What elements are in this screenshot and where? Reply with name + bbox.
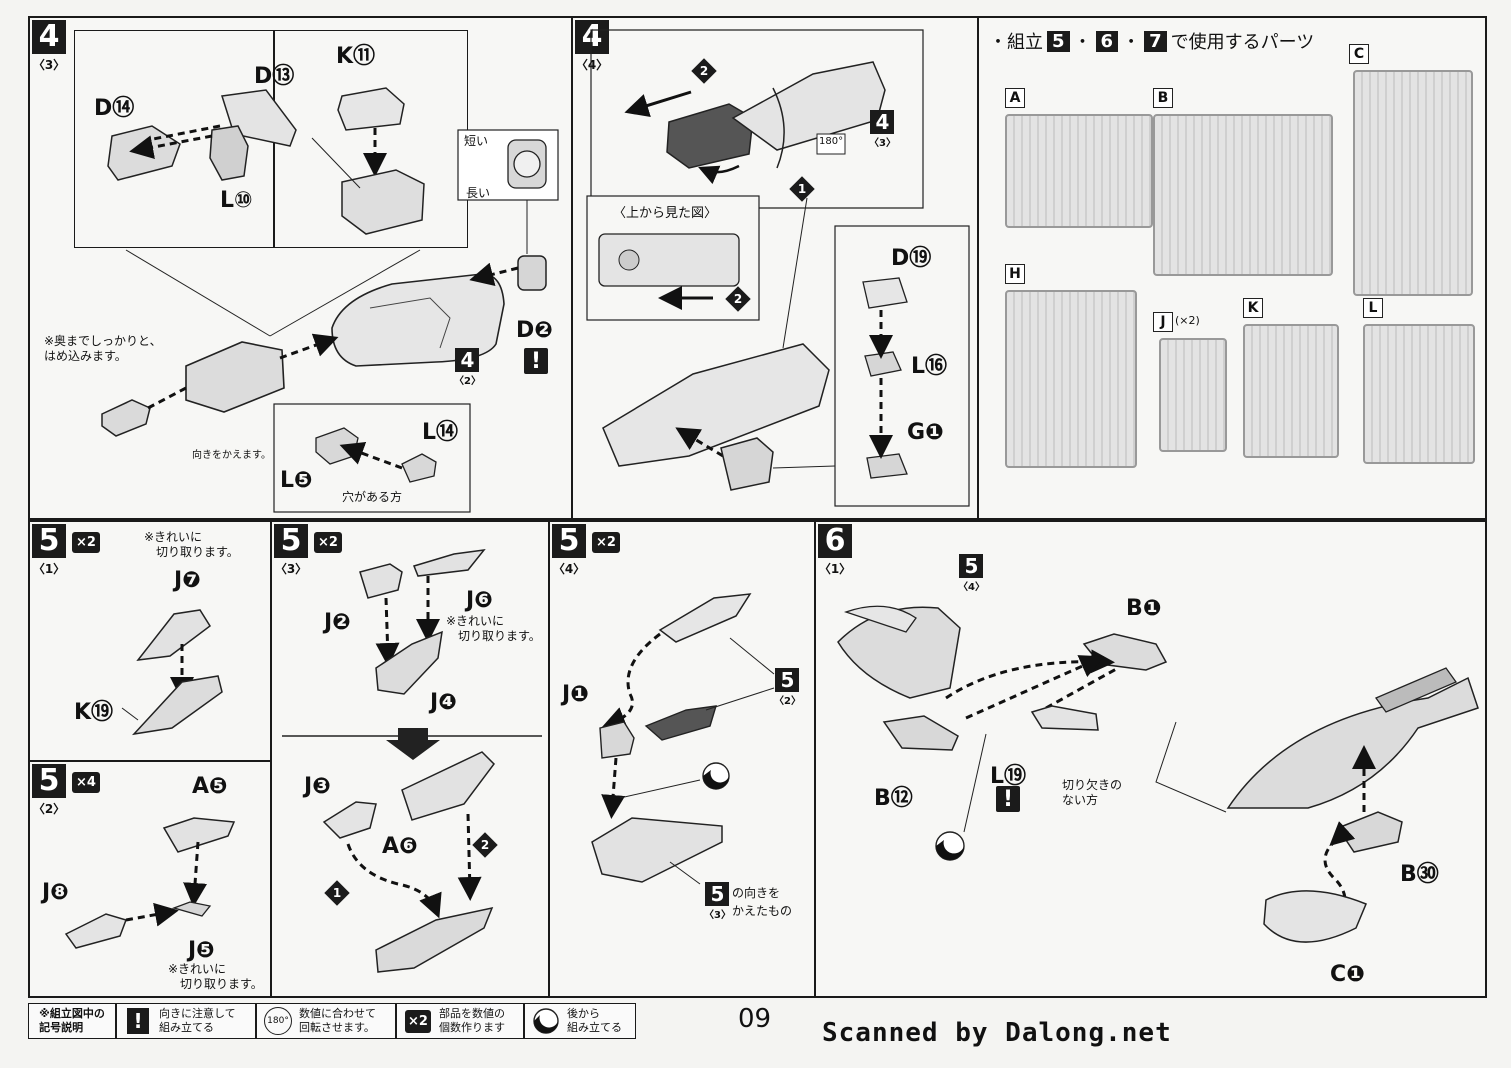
part-label-j4: J❹ <box>430 690 457 715</box>
panel-parts-list: ・組立 5 ・ 6 ・ 7 で使用するパーツ A B C H J(×2) K L <box>977 16 1487 520</box>
part-label-l10: L⑩ <box>220 188 253 213</box>
part-label-d14: D⑭ <box>94 96 135 121</box>
assembly-drawing <box>101 87 559 513</box>
part-label-j7: J❼ <box>174 568 201 593</box>
part-label-k11: K⑪ <box>336 44 376 69</box>
part-label-a6: A❻ <box>382 834 418 859</box>
step-badge: 5〈3〉 <box>274 523 308 576</box>
note-reversed-a: の向きを <box>732 886 781 900</box>
panel-step-6-1: 6〈1〉 5〈4〉 B❶ B⑫ L⑲ ! 切り欠きの ない方 B㉚ C❶ <box>814 520 1487 998</box>
step-6-badge: 6 <box>1095 30 1119 52</box>
assembly-drawing <box>64 817 236 949</box>
part-label-c1: C❶ <box>1330 962 1365 987</box>
panel-step-5-3: 5〈3〉 ×2 J❷ J❻ ※きれいに 切り取ります。 J❹ J❸ A❻ 1 2 <box>270 520 550 998</box>
note-short: 短い <box>464 134 489 148</box>
runner-j-qty: (×2) <box>1175 314 1200 327</box>
step-badge: 4〈3〉 <box>32 19 66 72</box>
part-label-g1: G❶ <box>907 420 944 445</box>
step-order-marker-2b: 2 <box>725 286 751 312</box>
multiply-icon: ×2 <box>403 1007 433 1035</box>
part-label-j1: J❶ <box>562 682 589 707</box>
step-order-marker-2: 2 <box>472 832 498 858</box>
part-label-l14: L⑭ <box>422 420 459 445</box>
legend-item-rotate: 180° 数値に合わせて 回転させます。 <box>256 1003 396 1039</box>
part-label-b30: B㉚ <box>1400 862 1439 887</box>
assembly-drawing <box>282 549 542 973</box>
part-label-l16: L⑯ <box>911 354 948 379</box>
panel-step-5-1: 5〈1〉 ×2 ※きれいに 切り取ります。 J❼ K⑲ <box>28 520 272 762</box>
back-view-icon <box>531 1007 561 1035</box>
ref-step-5-3: 5〈3〉 <box>704 882 731 921</box>
warning-icon: ! <box>123 1007 153 1035</box>
part-label-d13: D⑬ <box>254 64 295 89</box>
note-cut-cleanly: ※きれいに 切り取ります。 <box>446 614 541 643</box>
step-badge: 5〈1〉 <box>32 523 66 576</box>
step-5-badge: 5 <box>1047 30 1070 52</box>
assembly-drawing <box>591 593 775 885</box>
note-press-firmly: ※奥までしっかりと、 はめ込みます。 <box>44 334 162 363</box>
step-order-marker-2: 2 <box>691 58 717 84</box>
scanner-credit: Scanned by Dalong.net <box>822 1018 1172 1048</box>
part-label-k19: K⑲ <box>74 700 114 725</box>
multiply-badge: ×2 <box>592 532 620 553</box>
step-badge: 6〈1〉 <box>818 523 852 576</box>
warning-icon: ! <box>524 348 548 374</box>
multiply-badge: ×2 <box>72 532 100 553</box>
multiply-badge: ×2 <box>314 532 342 553</box>
step-badge: 5〈4〉 <box>552 523 586 576</box>
part-label-l19: L⑲ <box>990 764 1027 789</box>
page-number: 09 <box>738 1004 772 1034</box>
part-label-j2: J❷ <box>324 610 351 635</box>
part-label-j5: J❺ <box>188 938 215 963</box>
ref-step-4-2: 4〈2〉 <box>454 348 481 387</box>
panel-step-5-2: 5〈2〉 ×4 A❺ J❽ J❺ ※きれいに 切り取ります。 <box>28 760 272 998</box>
legend-item-multiply: ×2 部品を数値の 個数作ります <box>396 1003 524 1039</box>
panel-step-5-4: 5〈4〉 ×2 J❶ 5〈2〉 5〈3〉 の向きを かえたもの <box>548 520 816 998</box>
part-label-b1: B❶ <box>1126 596 1162 621</box>
step-order-marker-1: 1 <box>789 176 815 202</box>
note-unnotched-side: 切り欠きの ない方 <box>1062 778 1123 807</box>
part-label-j8: J❽ <box>42 880 69 905</box>
step-7-badge: 7 <box>1144 30 1167 52</box>
part-label-a5: A❺ <box>192 774 228 799</box>
note-hole-side: 穴がある方 <box>342 490 403 504</box>
note-reversed-b: かえたもの <box>732 904 793 918</box>
part-label-j6: J❻ <box>466 588 493 613</box>
note-top-view: 〈上から見た図〉 <box>613 206 718 221</box>
step-badge: 4〈4〉 <box>575 19 609 72</box>
note-long: 長い <box>466 186 491 200</box>
note-cut-cleanly: ※きれいに 切り取ります。 <box>168 962 263 991</box>
multiply-badge: ×4 <box>72 772 100 793</box>
part-label-d19: D⑲ <box>891 246 932 271</box>
part-label-j3: J❸ <box>304 774 331 799</box>
panel-step-4-4: 4〈4〉 2 1 2 180° 4〈3〉 〈上から見た図〉 D⑲ L⑯ G❶ <box>571 16 979 520</box>
symbol-legend-title: ※組立図中の 記号説明 <box>28 1003 116 1039</box>
step-order-marker-1: 1 <box>324 880 350 906</box>
note-cut-cleanly: ※きれいに 切り取ります。 <box>144 530 239 559</box>
parts-list-title: ・組立 5 ・ 6 ・ 7 で使用するパーツ <box>989 30 1315 53</box>
panel-step-4-3: 4〈3〉 <box>28 16 573 520</box>
ref-step-5-2: 5〈2〉 <box>774 668 801 707</box>
ref-step-5-4: 5〈4〉 <box>958 554 985 593</box>
legend-item-warning: ! 向きに注意して 組み立てる <box>116 1003 256 1039</box>
ref-step-4-3: 4〈3〉 <box>869 110 896 149</box>
assembly-drawing <box>586 29 970 507</box>
note-turn: 向きをかえます。 <box>192 450 271 461</box>
step-badge: 5〈2〉 <box>32 763 66 816</box>
warning-icon: ! <box>996 786 1020 812</box>
part-label-b12: B⑫ <box>874 786 913 811</box>
part-label-l5: L❺ <box>280 468 313 493</box>
rotate-180-icon: 180° <box>263 1007 293 1035</box>
rotate-180-icon: 180° <box>819 136 844 147</box>
assembly-drawing <box>121 609 223 736</box>
part-label-d2: D❷ <box>516 318 553 343</box>
assembly-drawing <box>837 605 1479 943</box>
legend-item-back-view: 後から 組み立てる <box>524 1003 636 1039</box>
